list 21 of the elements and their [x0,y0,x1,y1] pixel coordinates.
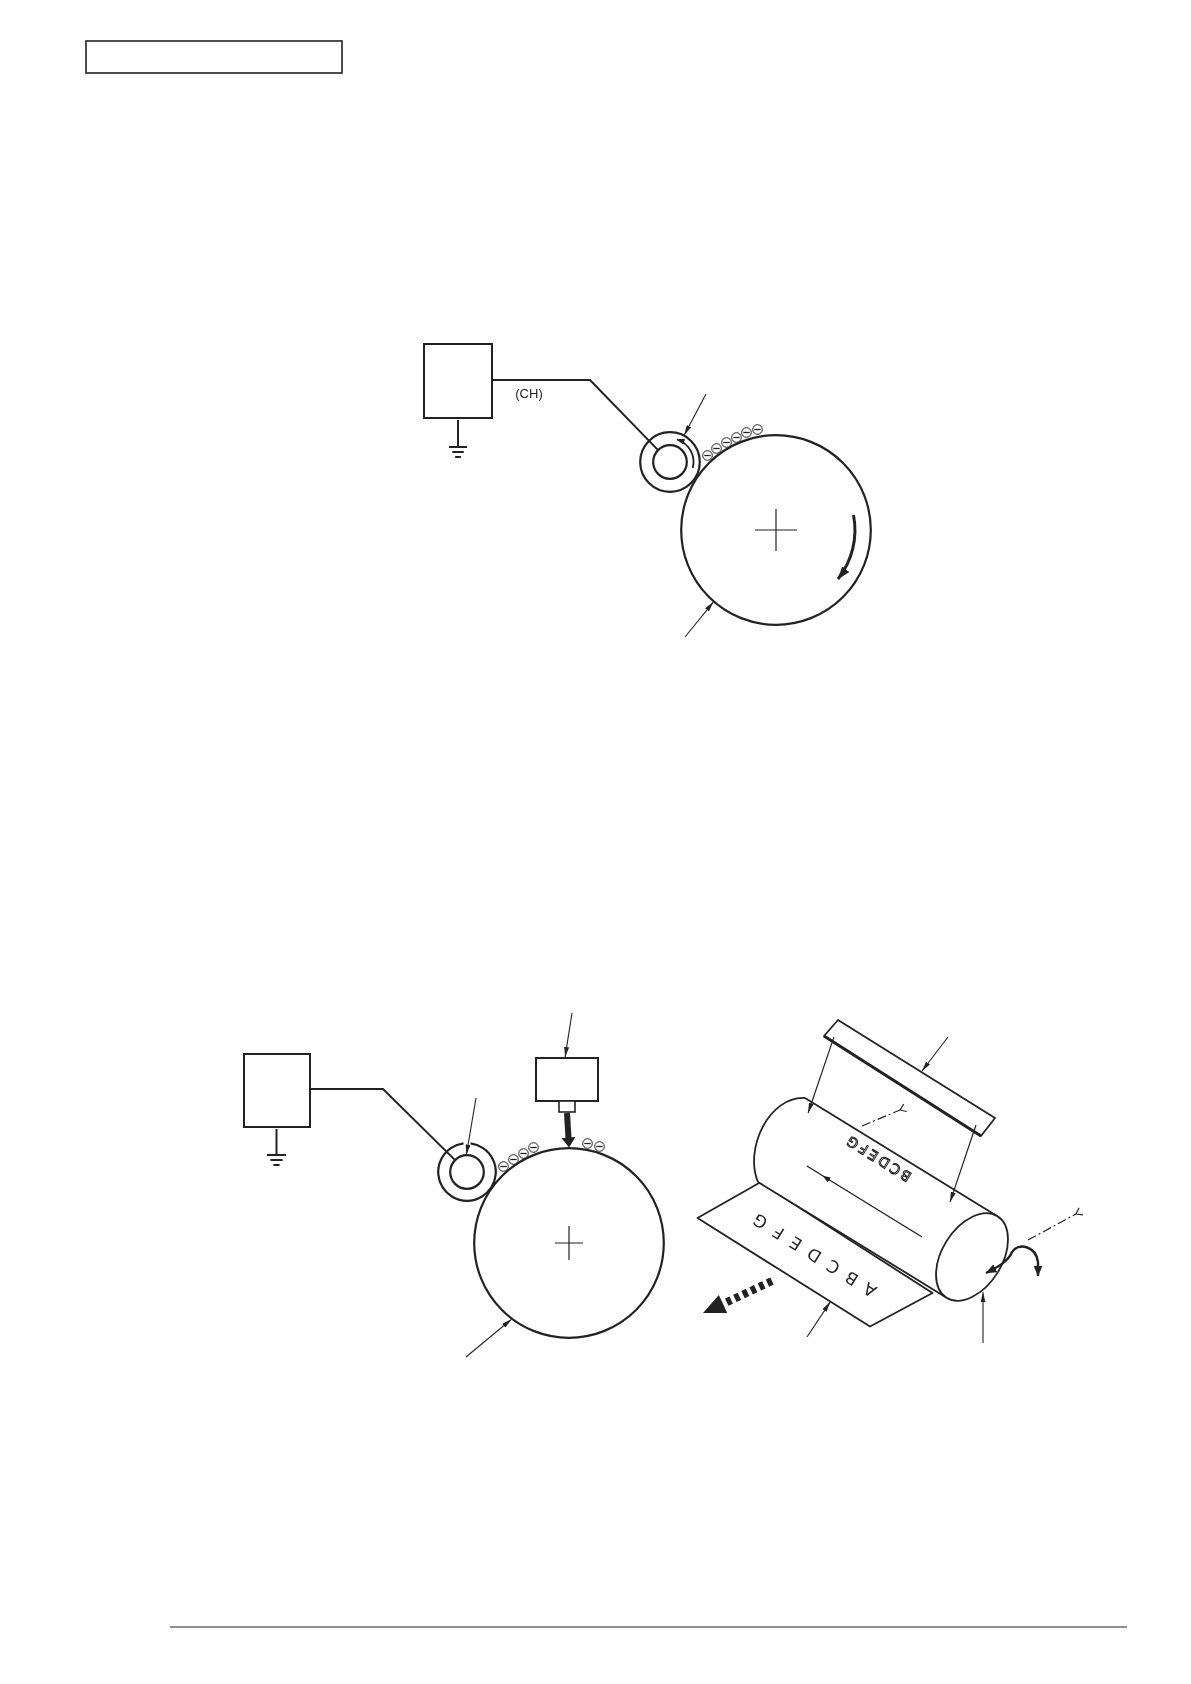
light-arrow [561,1112,576,1148]
light-ray-arrow [949,1124,977,1203]
leader-line [684,601,714,638]
light-ray-arrow [807,1036,835,1114]
leader-line [683,393,707,436]
paper-sheet [697,1182,933,1327]
leader-line [921,1036,949,1072]
leader-line [980,1291,986,1344]
power-supply-box [423,343,493,419]
light-bar [824,1020,995,1136]
drum-circle [473,1147,665,1339]
leader-line [465,1097,477,1156]
cylinder-end-face [936,1213,1008,1301]
wire [310,1088,456,1161]
wire [492,379,659,451]
leader-line [806,1301,831,1338]
drum-circle [680,434,872,626]
leader-line [465,1318,513,1358]
leader-line [564,1012,573,1058]
led-head-box [535,1057,599,1113]
power-supply-box [243,1053,311,1128]
